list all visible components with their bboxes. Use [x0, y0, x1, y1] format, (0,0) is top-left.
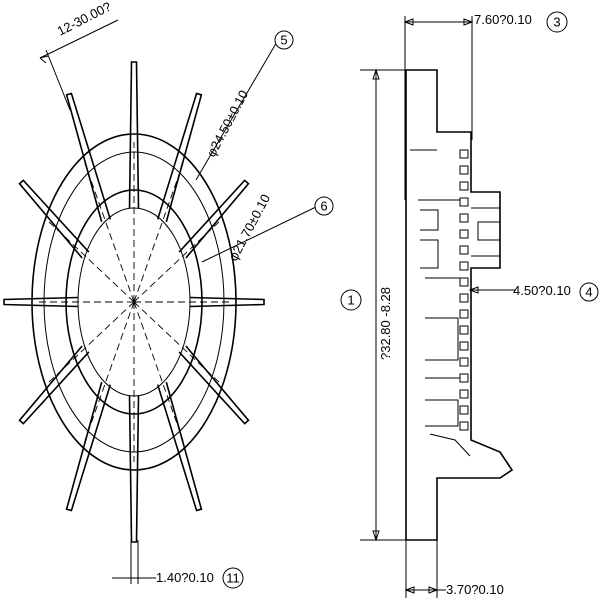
spoke	[65, 92, 112, 223]
outer-diameter-leader	[195, 39, 279, 181]
spoke	[65, 381, 112, 512]
rib	[459, 149, 469, 159]
rib	[459, 197, 469, 207]
height-label: ?32.80 -8.28	[378, 287, 393, 360]
rib	[459, 261, 469, 271]
rib	[459, 277, 469, 287]
radial-center-line	[133, 301, 220, 383]
spoke	[128, 395, 140, 543]
step-balloon-number: 4	[585, 285, 592, 300]
spoke	[156, 381, 203, 512]
radial-center-line	[133, 301, 184, 441]
rib	[459, 165, 469, 175]
spoke	[156, 92, 203, 223]
pin-width-balloon	[222, 567, 244, 589]
spoke	[189, 296, 265, 308]
spoke	[3, 296, 79, 308]
top-width-balloon	[546, 11, 568, 33]
height-arrows	[372, 68, 380, 542]
rib	[459, 293, 469, 303]
side-inner-profile	[410, 149, 471, 457]
outer-diameter-balloon-number: 5	[280, 33, 287, 48]
side-ribs	[459, 149, 469, 431]
angle-arrow	[39, 55, 49, 64]
side-view: 7.60?0.10 3 ?32.80 -8.28 1 4.50?0.10 4 3…	[340, 11, 599, 598]
spokes	[3, 61, 265, 543]
rib	[459, 213, 469, 223]
step-balloon	[579, 282, 599, 302]
spoke	[178, 345, 250, 425]
bottom-width-label: 3.70?0.10	[446, 582, 504, 597]
outer-ring	[31, 133, 237, 471]
pin-width-label: 1.40?0.10	[156, 570, 214, 585]
pin-width-balloon-number: 11	[226, 571, 240, 586]
inner-diameter-balloon-number: 6	[320, 199, 327, 214]
rib	[459, 373, 469, 383]
bottom-width-arrows	[404, 586, 439, 594]
spoke	[18, 179, 90, 259]
rib	[459, 181, 469, 191]
rib	[459, 309, 469, 319]
outer-diameter-balloon	[274, 30, 294, 50]
top-width-balloon-number: 3	[553, 15, 560, 30]
step-arrow	[468, 286, 479, 294]
inner-diameter-leader	[201, 205, 319, 263]
rib	[459, 341, 469, 351]
radial-center-line	[48, 221, 135, 303]
rib	[459, 421, 469, 431]
rib	[459, 357, 469, 367]
rib	[459, 245, 469, 255]
angle-extension-line	[45, 49, 71, 111]
inner-diameter-balloon	[314, 196, 334, 216]
radial-center-line	[48, 301, 135, 383]
radial-center-line	[133, 163, 184, 303]
step-label: 4.50?0.10	[513, 283, 571, 298]
radial-center-line	[133, 221, 220, 303]
radial-center-lines	[36, 142, 232, 462]
rib	[459, 389, 469, 399]
outer-diameter-label: φ24.50±0.10	[203, 88, 251, 160]
height-balloon	[340, 289, 362, 311]
spoke	[128, 61, 140, 209]
radial-center-line	[84, 301, 135, 441]
top-width-arrows	[403, 18, 474, 26]
front-view: 12-30.00? φ24.50±0.10 5 φ21.70±0.10 6 1.…	[3, 0, 334, 589]
rib	[459, 405, 469, 415]
rib	[459, 325, 469, 335]
height-balloon-number: 1	[347, 293, 354, 308]
top-width-label: 7.60?0.10	[474, 12, 532, 27]
spoke	[18, 345, 90, 425]
angle-dim-line	[39, 19, 119, 59]
rib	[459, 229, 469, 239]
spoke	[178, 179, 250, 259]
side-body-outline	[405, 69, 514, 541]
radial-center-line	[84, 163, 135, 303]
angle-label: 12-30.00?	[55, 0, 114, 39]
side-slot	[471, 207, 501, 257]
